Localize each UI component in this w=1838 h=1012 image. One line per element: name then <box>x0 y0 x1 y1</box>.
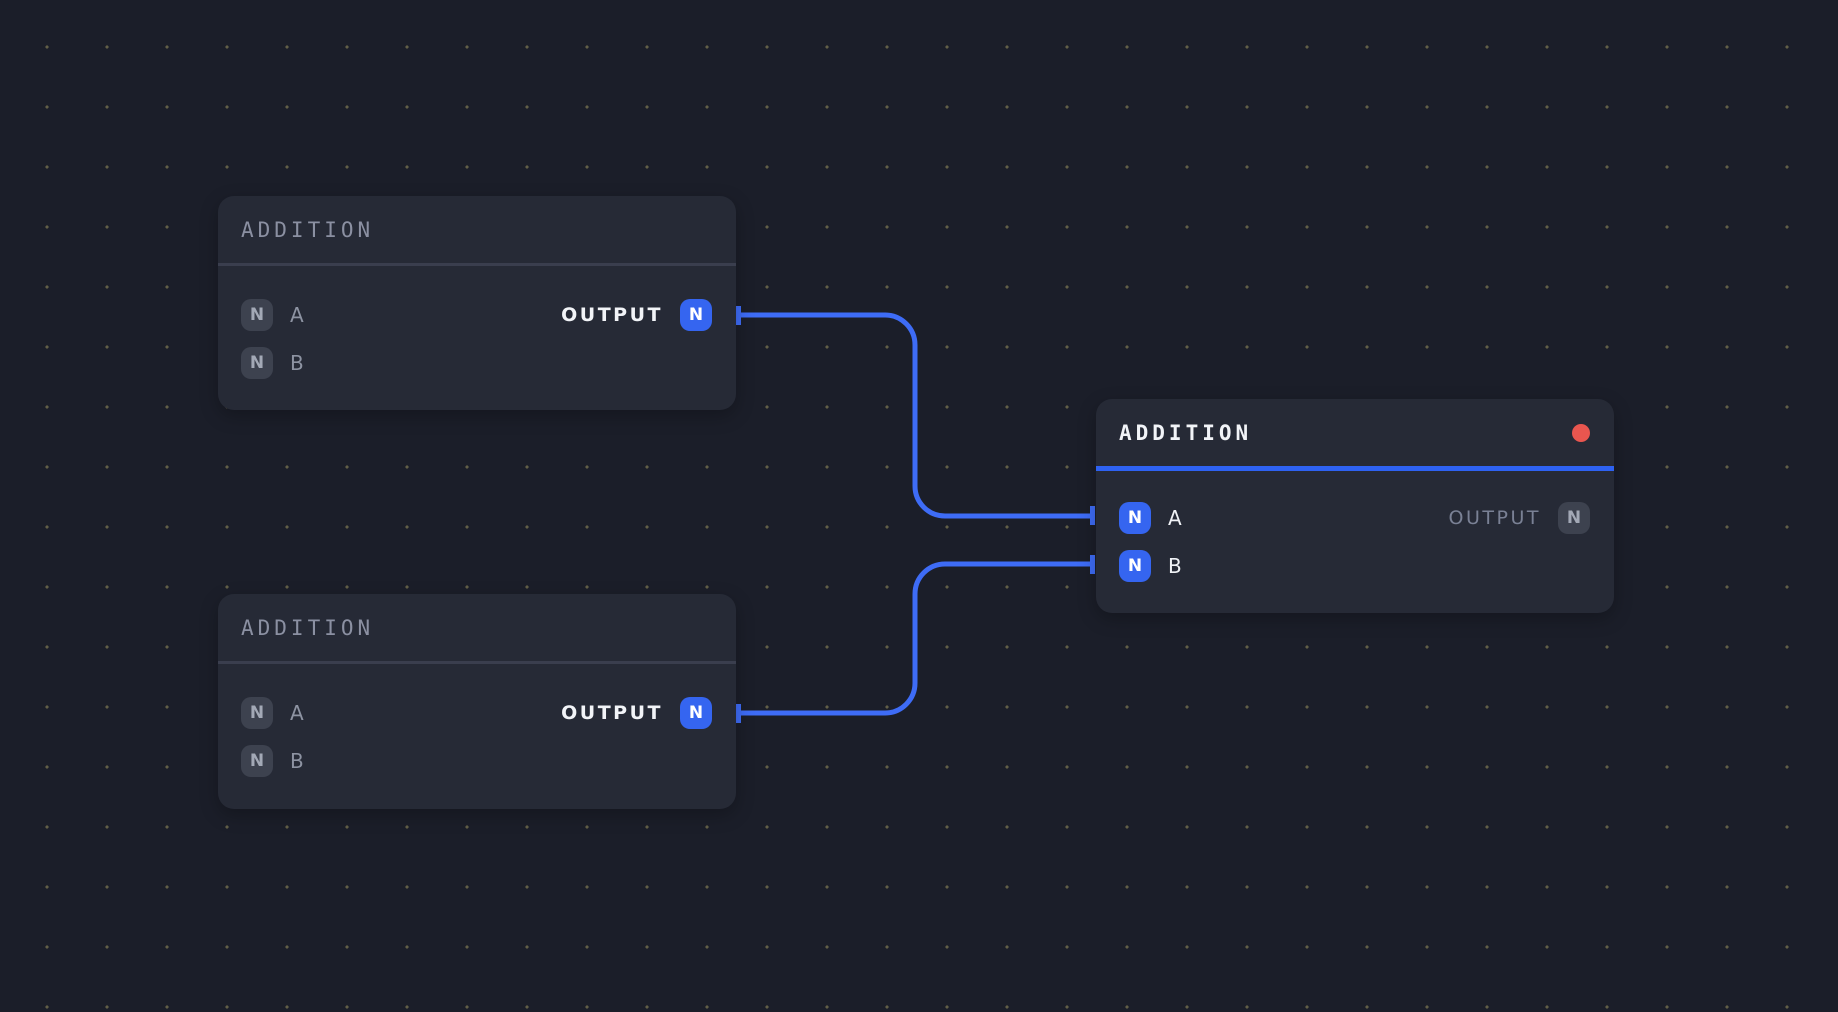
output-port[interactable]: N <box>680 299 712 331</box>
node-title: ADDITION <box>1119 420 1253 445</box>
output-label: OUTPUT <box>1448 507 1541 529</box>
wire-addition2-output-to-addition3-input-b[interactable] <box>736 555 1095 723</box>
port-row: N B <box>1119 550 1590 582</box>
input-port-b[interactable]: N <box>241 347 273 379</box>
input-label-a: A <box>290 701 304 725</box>
input-label-b: B <box>290 749 304 773</box>
node-addition-2[interactable]: ADDITION N A OUTPUT N N B <box>218 594 736 809</box>
output-port[interactable]: N <box>1558 502 1590 534</box>
wire-addition1-output-to-addition3-input-a[interactable] <box>736 306 1095 525</box>
wire-path[interactable] <box>738 561 1094 716</box>
node-header-divider <box>218 263 736 266</box>
input-label-b: B <box>1168 554 1182 578</box>
node-header[interactable]: ADDITION <box>218 594 736 661</box>
input-port-a[interactable]: N <box>1119 502 1151 534</box>
input-port-b[interactable]: N <box>1119 550 1151 582</box>
node-addition-1[interactable]: ADDITION N A OUTPUT N N B <box>218 196 736 410</box>
node-addition-3[interactable]: ADDITION N A OUTPUT N N B <box>1096 399 1614 613</box>
input-port-a[interactable]: N <box>241 299 273 331</box>
node-selection-bar <box>1096 466 1614 471</box>
node-body: N A OUTPUT N N B <box>218 266 736 409</box>
wire-path[interactable] <box>738 312 1094 519</box>
output-label: OUTPUT <box>561 304 663 326</box>
port-row: N B <box>241 347 712 379</box>
port-row: N A OUTPUT N <box>241 299 712 331</box>
status-dot <box>1572 423 1590 442</box>
node-title: ADDITION <box>241 217 375 242</box>
input-label-b: B <box>290 351 304 375</box>
node-body: N A OUTPUT N N B <box>218 664 736 807</box>
output-port[interactable]: N <box>680 697 712 729</box>
input-port-a[interactable]: N <box>241 697 273 729</box>
output-label: OUTPUT <box>561 702 663 724</box>
node-header-divider <box>218 661 736 664</box>
input-port-b[interactable]: N <box>241 745 273 777</box>
port-row: N B <box>241 745 712 777</box>
port-row: N A OUTPUT N <box>241 697 712 729</box>
node-title: ADDITION <box>241 615 375 640</box>
node-body: N A OUTPUT N N B <box>1096 471 1614 612</box>
node-header[interactable]: ADDITION <box>218 196 736 263</box>
input-label-a: A <box>1168 506 1182 530</box>
input-label-a: A <box>290 303 304 327</box>
port-row: N A OUTPUT N <box>1119 502 1590 534</box>
node-header[interactable]: ADDITION <box>1096 399 1614 466</box>
